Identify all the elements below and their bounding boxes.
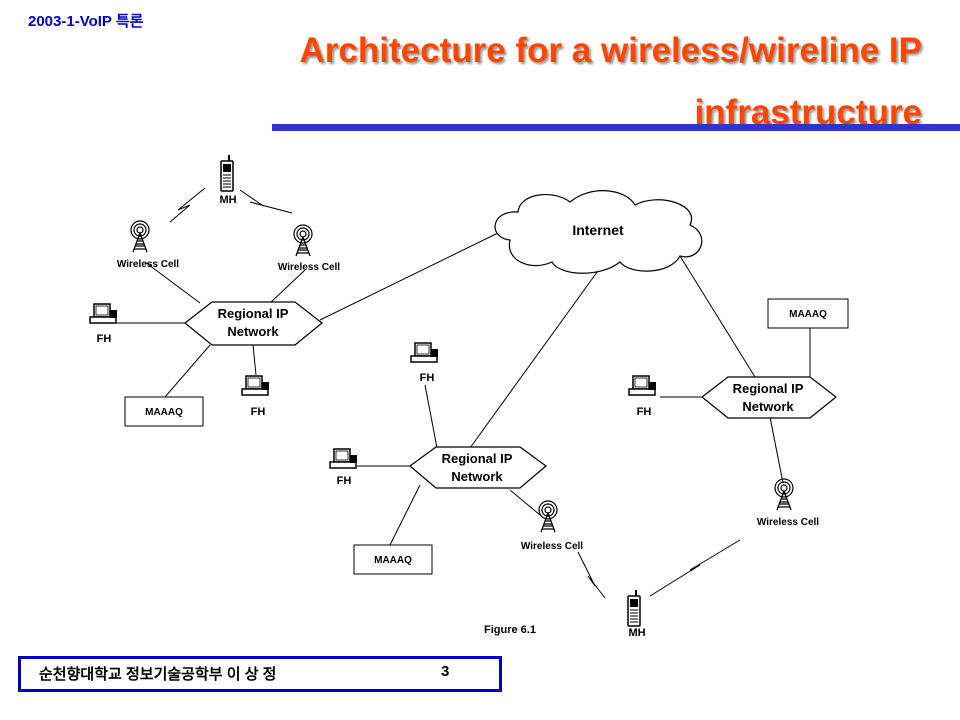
antenna-tower-icon: [130, 220, 150, 253]
antenna-tower-icon: [293, 224, 313, 257]
footer-box: 순천향대학교 정보기술공학부 이 상 정 3: [18, 656, 502, 692]
svg-text:MH: MH: [219, 194, 236, 206]
mobile-phone-icon: [220, 154, 234, 192]
svg-text:Wireless Cell: Wireless Cell: [278, 262, 340, 273]
course-label: 2003-1-VoIP 특론: [28, 13, 144, 30]
title-line-1: Architecture for a wireless/wireline IP: [299, 31, 922, 70]
svg-text:MH: MH: [628, 627, 645, 639]
svg-text:MAAAQ: MAAAQ: [374, 555, 412, 566]
network-1-label-line1: Regional IP: [218, 306, 289, 321]
svg-text:FH: FH: [420, 372, 435, 384]
fixed-host-1: FH: [89, 303, 118, 345]
wireless-cell-3: Wireless Cell: [521, 500, 583, 552]
title-underline-bar: [272, 124, 960, 131]
svg-text:FH: FH: [337, 475, 352, 487]
computer-icon: [241, 375, 270, 396]
regional-network-1: Regional IP Network: [184, 301, 323, 346]
maaaq-box-3: MAAAQ: [767, 298, 849, 329]
fixed-host-2: FH: [241, 375, 270, 418]
mobile-host-1: MH: [219, 154, 237, 206]
svg-text:Wireless Cell: Wireless Cell: [117, 259, 179, 270]
network-1-label-line2: Network: [227, 324, 279, 339]
internet-cloud: Internet: [494, 190, 703, 274]
svg-text:MAAAQ: MAAAQ: [789, 309, 827, 320]
svg-text:Wireless Cell: Wireless Cell: [521, 541, 583, 552]
svg-text:Wireless Cell: Wireless Cell: [757, 517, 819, 528]
computer-icon: [410, 342, 439, 363]
page-number: 3: [441, 663, 450, 680]
antenna-tower-icon: [538, 500, 558, 533]
svg-text:FH: FH: [97, 333, 112, 345]
computer-icon: [89, 303, 118, 324]
fixed-host-3: FH: [410, 342, 439, 384]
computer-icon: [628, 375, 657, 396]
svg-text:MAAAQ: MAAAQ: [145, 407, 183, 418]
maaaq-box-2: MAAAQ: [353, 544, 433, 575]
regional-network-3: Regional IP Network: [701, 376, 837, 419]
links: [117, 187, 811, 599]
mobile-phone-icon: [627, 589, 641, 627]
network-2-label-line2: Network: [451, 469, 503, 484]
maaaq-box-1: MAAAQ: [124, 396, 204, 427]
footer-author: 순천향대학교 정보기술공학부 이 상 정: [39, 666, 277, 683]
wireless-cell-1: Wireless Cell: [117, 220, 179, 270]
network-3-label-line2: Network: [742, 399, 794, 414]
fixed-host-4: FH: [628, 375, 657, 418]
network-3-label-line1: Regional IP: [733, 381, 804, 396]
internet-label: Internet: [572, 222, 624, 238]
computer-icon: [329, 448, 358, 469]
fixed-host-5: FH: [329, 448, 358, 487]
wireless-cell-4: Wireless Cell: [757, 478, 819, 528]
wireless-cell-2: Wireless Cell: [278, 224, 340, 273]
regional-network-2: Regional IP Network: [409, 446, 547, 489]
svg-text:FH: FH: [637, 406, 652, 418]
svg-text:FH: FH: [251, 406, 266, 418]
figure-caption: Figure 6.1: [484, 624, 536, 636]
antenna-tower-icon: [774, 478, 794, 511]
network-2-label-line1: Regional IP: [442, 451, 513, 466]
mobile-host-2: MH: [627, 589, 646, 639]
